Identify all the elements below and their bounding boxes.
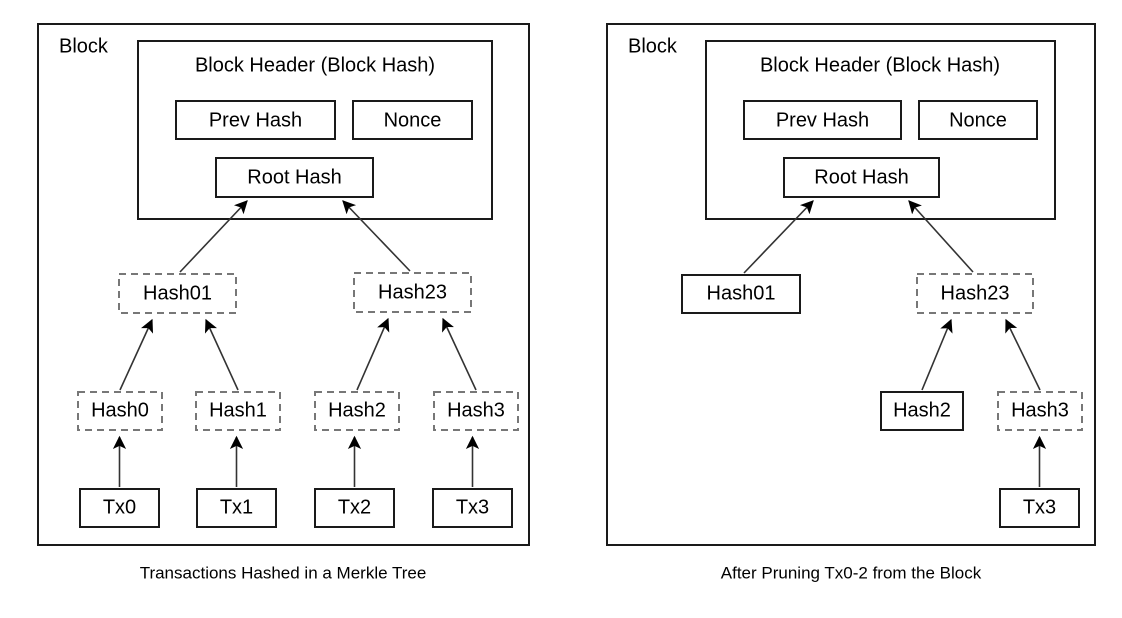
right-hash23-label: Hash23 bbox=[941, 282, 1010, 304]
panel-right: Block Block Header (Block Hash) Prev Has… bbox=[606, 23, 1096, 582]
panel-left: Block Block Header (Block Hash) Prev Has… bbox=[37, 23, 530, 582]
left-edge-hash2-to-hash23 bbox=[356, 317, 390, 391]
right-hash23-box[interactable] bbox=[916, 273, 1034, 314]
left-hash0-label: Hash0 bbox=[91, 399, 149, 421]
right-root-hash-box[interactable] bbox=[783, 157, 940, 198]
right-edge-hash23-to-root bbox=[908, 200, 974, 273]
right-tx3-label: Tx3 bbox=[1023, 496, 1056, 518]
left-hash23-label: Hash23 bbox=[378, 281, 447, 303]
left-edge-hash01-to-root bbox=[179, 200, 248, 273]
left-edge-hash3-to-hash23 bbox=[442, 317, 477, 391]
right-hash01-label: Hash01 bbox=[707, 282, 776, 304]
left-tx2-label: Tx2 bbox=[338, 496, 371, 518]
left-tx2-box[interactable] bbox=[314, 488, 395, 528]
left-hash1-box[interactable] bbox=[195, 391, 281, 431]
right-block-label: Block bbox=[628, 35, 678, 57]
left-hash2-box[interactable] bbox=[314, 391, 400, 431]
right-hash3-box[interactable] bbox=[997, 391, 1083, 431]
left-edge-hash0-to-hash01 bbox=[119, 318, 154, 391]
left-tx3-box[interactable] bbox=[432, 488, 513, 528]
right-edge-hash2-to-hash23 bbox=[921, 318, 953, 391]
left-tx1-box[interactable] bbox=[196, 488, 277, 528]
right-panel-caption: After Pruning Tx0-2 from the Block bbox=[721, 563, 982, 582]
left-hash0-box[interactable] bbox=[77, 391, 163, 431]
right-nonce-label: Nonce bbox=[949, 109, 1007, 131]
right-prev-hash-label: Prev Hash bbox=[776, 109, 869, 131]
right-root-hash-label: Root Hash bbox=[814, 166, 909, 188]
left-panel-caption: Transactions Hashed in a Merkle Tree bbox=[140, 563, 427, 582]
right-hash3-label: Hash3 bbox=[1011, 399, 1069, 421]
left-tx0-label: Tx0 bbox=[103, 496, 136, 518]
left-tx0-box[interactable] bbox=[79, 488, 160, 528]
left-hash3-box[interactable] bbox=[433, 391, 519, 431]
right-block-header-title: Block Header (Block Hash) bbox=[760, 54, 1000, 76]
right-tx3-box[interactable] bbox=[999, 488, 1080, 528]
right-hash2-label: Hash2 bbox=[893, 399, 951, 421]
left-block-label: Block bbox=[59, 35, 109, 57]
left-hash01-box[interactable] bbox=[118, 273, 237, 314]
left-block-header-title: Block Header (Block Hash) bbox=[195, 54, 435, 76]
right-nonce-box[interactable] bbox=[918, 100, 1038, 140]
right-hash2-box[interactable] bbox=[880, 391, 964, 431]
right-prev-hash-box[interactable] bbox=[743, 100, 902, 140]
left-tx3-label: Tx3 bbox=[456, 496, 489, 518]
left-nonce-box[interactable] bbox=[352, 100, 473, 140]
left-hash1-label: Hash1 bbox=[209, 399, 267, 421]
left-root-hash-box[interactable] bbox=[215, 157, 374, 198]
left-root-hash-label: Root Hash bbox=[247, 166, 342, 188]
right-hash01-box[interactable] bbox=[681, 274, 801, 314]
right-edge-hash3-to-hash23 bbox=[1005, 318, 1041, 391]
left-hash3-label: Hash3 bbox=[447, 399, 505, 421]
left-prev-hash-label: Prev Hash bbox=[209, 109, 302, 131]
right-edge-hash01-to-root bbox=[743, 200, 814, 274]
left-tx1-label: Tx1 bbox=[220, 496, 253, 518]
left-hash23-box[interactable] bbox=[353, 272, 472, 313]
left-edge-hash1-to-hash01 bbox=[204, 318, 239, 391]
left-prev-hash-box[interactable] bbox=[175, 100, 336, 140]
left-hash01-label: Hash01 bbox=[143, 282, 212, 304]
left-edge-hash23-to-root bbox=[342, 200, 411, 272]
left-hash2-label: Hash2 bbox=[328, 399, 386, 421]
left-nonce-label: Nonce bbox=[384, 109, 442, 131]
